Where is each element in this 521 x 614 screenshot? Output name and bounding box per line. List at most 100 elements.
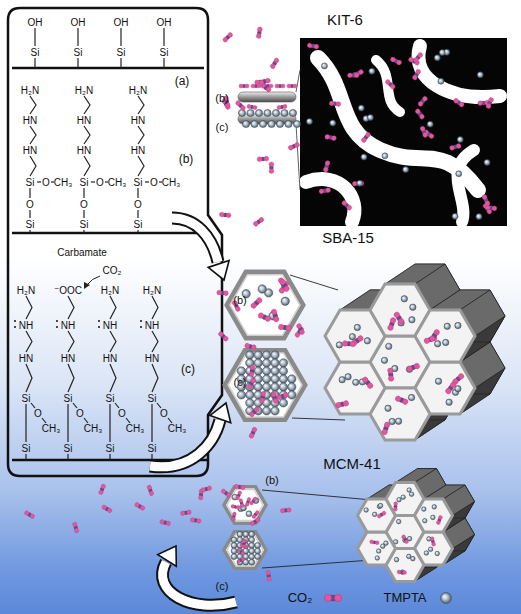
oxygen-atom	[266, 570, 271, 575]
chemical-bond	[26, 364, 32, 392]
oxygen-atom	[257, 312, 264, 319]
oxygen-atom	[335, 402, 342, 409]
atom-label: Si	[80, 177, 89, 188]
oxygen-atom	[256, 33, 262, 39]
chemical-bond	[110, 296, 116, 319]
chemical-bond	[68, 331, 74, 352]
panel-label: (a)	[175, 75, 190, 88]
oxygen-atom	[280, 508, 285, 513]
chemical-bond	[77, 28, 78, 46]
oxygen-atom	[231, 517, 235, 521]
chemical-bond	[83, 188, 84, 198]
oxygen-atom	[430, 536, 435, 541]
panel-label: (c)	[216, 580, 229, 592]
oxygen-atom	[325, 160, 331, 166]
oxygen-atom	[240, 104, 247, 111]
oxygen-atom	[251, 426, 257, 432]
oxygen-atom	[258, 216, 265, 223]
tmpta-sphere	[339, 377, 345, 383]
co2-molecule	[397, 570, 407, 575]
tmpta-sphere	[403, 167, 409, 173]
oxygen-atom	[341, 200, 348, 207]
oxygen-atom	[384, 421, 391, 428]
oxygen-atom	[323, 167, 329, 173]
tmpta-sphere	[455, 386, 461, 392]
panel-label: (b)	[265, 474, 278, 486]
chemical-bond	[137, 188, 138, 198]
tmpta-sphere	[279, 383, 287, 391]
atom-label: HN	[23, 145, 37, 156]
oxygen-atom	[190, 517, 195, 522]
oxygen-atom	[269, 169, 274, 174]
atom-label: Si	[22, 443, 31, 454]
atom-label: HN	[103, 353, 117, 364]
atom-label: OH	[114, 17, 129, 28]
co2-molecule	[244, 343, 256, 350]
oxygen-atom	[422, 132, 428, 138]
oxygen-atom	[269, 162, 274, 167]
oxygen-atom	[251, 344, 257, 350]
oxygen-atom	[234, 484, 239, 489]
oxygen-atom	[394, 502, 398, 506]
chemical-bond	[34, 28, 35, 46]
oxygen-atom	[478, 101, 483, 106]
honeycomb-group	[325, 264, 505, 581]
oxygen-atom	[159, 519, 164, 524]
tmpta-sphere	[289, 109, 296, 116]
oxygen-atom	[165, 521, 170, 526]
co2-molecule	[256, 27, 263, 39]
lone-pair	[98, 326, 100, 328]
leader-line	[290, 275, 338, 290]
pore-wall	[227, 534, 263, 565]
tmpta-sphere	[349, 333, 355, 339]
chemical-bond	[120, 58, 121, 68]
co2-molecule	[278, 324, 291, 331]
atom-label: NH	[145, 320, 159, 331]
atom-label: Si	[160, 47, 169, 58]
oxygen-atom	[72, 522, 78, 528]
kit6-channel	[457, 150, 474, 222]
oxygen-atom	[74, 528, 80, 534]
tmpta-sphere	[476, 214, 482, 220]
oxygen-atom	[249, 371, 254, 376]
chemical-bond	[84, 126, 90, 144]
oxygen-atom	[325, 187, 331, 193]
oxygen-atom	[412, 74, 419, 81]
co2-molecule	[319, 187, 331, 194]
atom-label: H₂N	[101, 285, 119, 296]
tmpta-sphere	[422, 518, 427, 523]
chemical-bond	[29, 230, 30, 233]
co2-molecule	[381, 421, 391, 435]
panel-label: (b)	[179, 153, 194, 166]
co2-molecule	[248, 426, 257, 438]
co2-molecule	[247, 104, 258, 110]
tmpta-sphere	[259, 120, 266, 127]
tmpta-sphere	[446, 399, 452, 405]
oxygen-atom	[240, 503, 245, 508]
arrow-head	[158, 546, 177, 566]
co2-molecule	[348, 73, 360, 78]
oxygen-atom	[415, 68, 422, 75]
atom-label: Si	[80, 219, 89, 230]
oxygen-atom	[222, 335, 229, 342]
pore-hexagon	[227, 272, 303, 338]
oxygen-atom	[396, 59, 402, 65]
oxygen-atom	[402, 570, 406, 574]
co2-molecule	[401, 534, 409, 544]
co2-molecule	[257, 312, 271, 322]
co2-molecule	[237, 548, 245, 556]
tmpta-sphere	[484, 159, 490, 165]
oxygen-atom	[420, 126, 426, 132]
tmpta-sphere	[247, 109, 254, 116]
oxygen-atom	[457, 372, 465, 380]
co2-molecule	[323, 160, 331, 172]
atom-label: H₂N	[75, 85, 93, 96]
lone-pair	[14, 326, 16, 328]
oxygen-atom	[236, 505, 240, 509]
oxygen-atom	[343, 400, 350, 407]
co2-molecule	[436, 515, 443, 525]
panel-label: (c)	[216, 121, 229, 133]
tmpta-sphere	[397, 497, 402, 502]
pore-hexagon	[358, 532, 396, 565]
tmpta-sphere	[381, 357, 387, 363]
